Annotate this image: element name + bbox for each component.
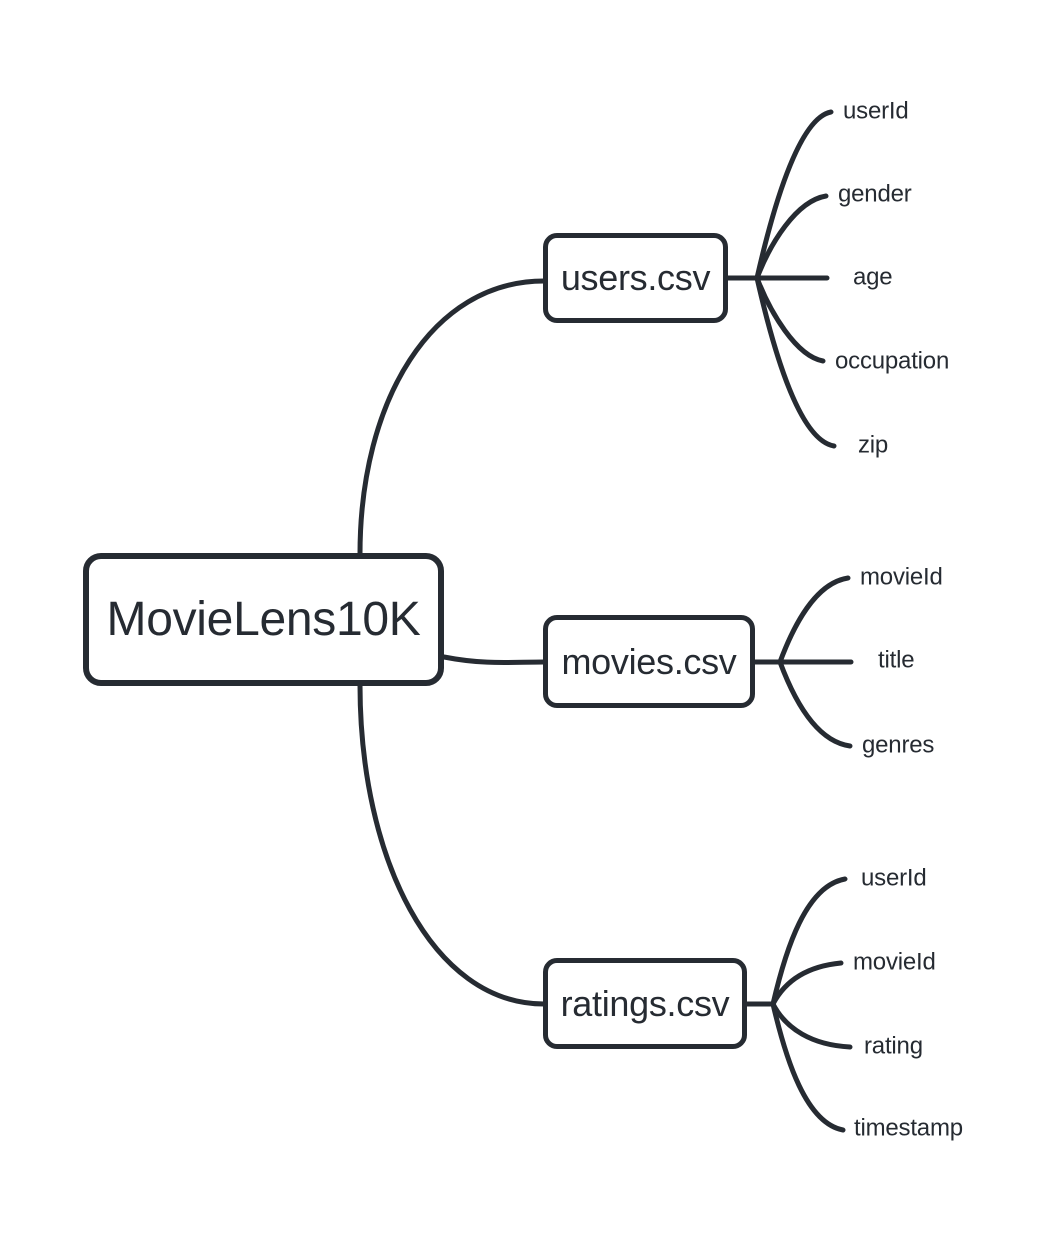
leaf-label-ratings-movieid: movieId <box>853 948 936 976</box>
leaf-label-users-gender: gender <box>838 180 912 208</box>
edge-movies-genres <box>777 659 853 749</box>
branch-node-users-csv[interactable]: users.csv <box>543 233 728 323</box>
leaf-label-users-userid: userId <box>843 97 909 125</box>
edge-ratings-rating <box>770 1001 853 1050</box>
root-node-label: MovieLens10K <box>106 593 421 646</box>
branch-node-label: ratings.csv <box>560 982 730 1024</box>
edge-movies-movieid <box>777 575 851 665</box>
leaf-label-users-occupation: occupation <box>835 347 950 375</box>
branch-node-label: users.csv <box>560 257 711 298</box>
edge-root-users <box>357 278 547 557</box>
leaf-label-movies-movieid: movieId <box>860 563 943 591</box>
branch-node-label: movies.csv <box>561 640 737 682</box>
leaf-label-movies-genres: genres <box>862 731 935 759</box>
leaf-label-ratings-timestamp: timestamp <box>854 1114 963 1142</box>
branch-node-ratings-csv[interactable]: ratings.csv <box>543 958 747 1049</box>
leaf-label-users-age: age <box>853 263 893 291</box>
root-node-movielens10k[interactable]: MovieLens10K <box>83 553 444 686</box>
leaf-label-movies-title: title <box>878 646 915 674</box>
edge-users-zip <box>754 275 837 449</box>
leaf-label-ratings-rating: rating <box>864 1032 923 1060</box>
branch-node-movies-csv[interactable]: movies.csv <box>543 615 755 708</box>
edge-root-ratings <box>357 682 547 1007</box>
leaf-label-users-zip: zip <box>858 431 889 459</box>
edge-ratings-userid <box>770 876 848 1007</box>
edge-users-gender <box>754 193 829 281</box>
edge-ratings-movieid <box>770 960 844 1007</box>
edge-ratings-timestamp <box>770 1001 846 1133</box>
leaf-label-ratings-userid: userId <box>861 864 927 892</box>
edge-root-movies <box>441 654 547 666</box>
edge-users-userid <box>754 109 834 281</box>
